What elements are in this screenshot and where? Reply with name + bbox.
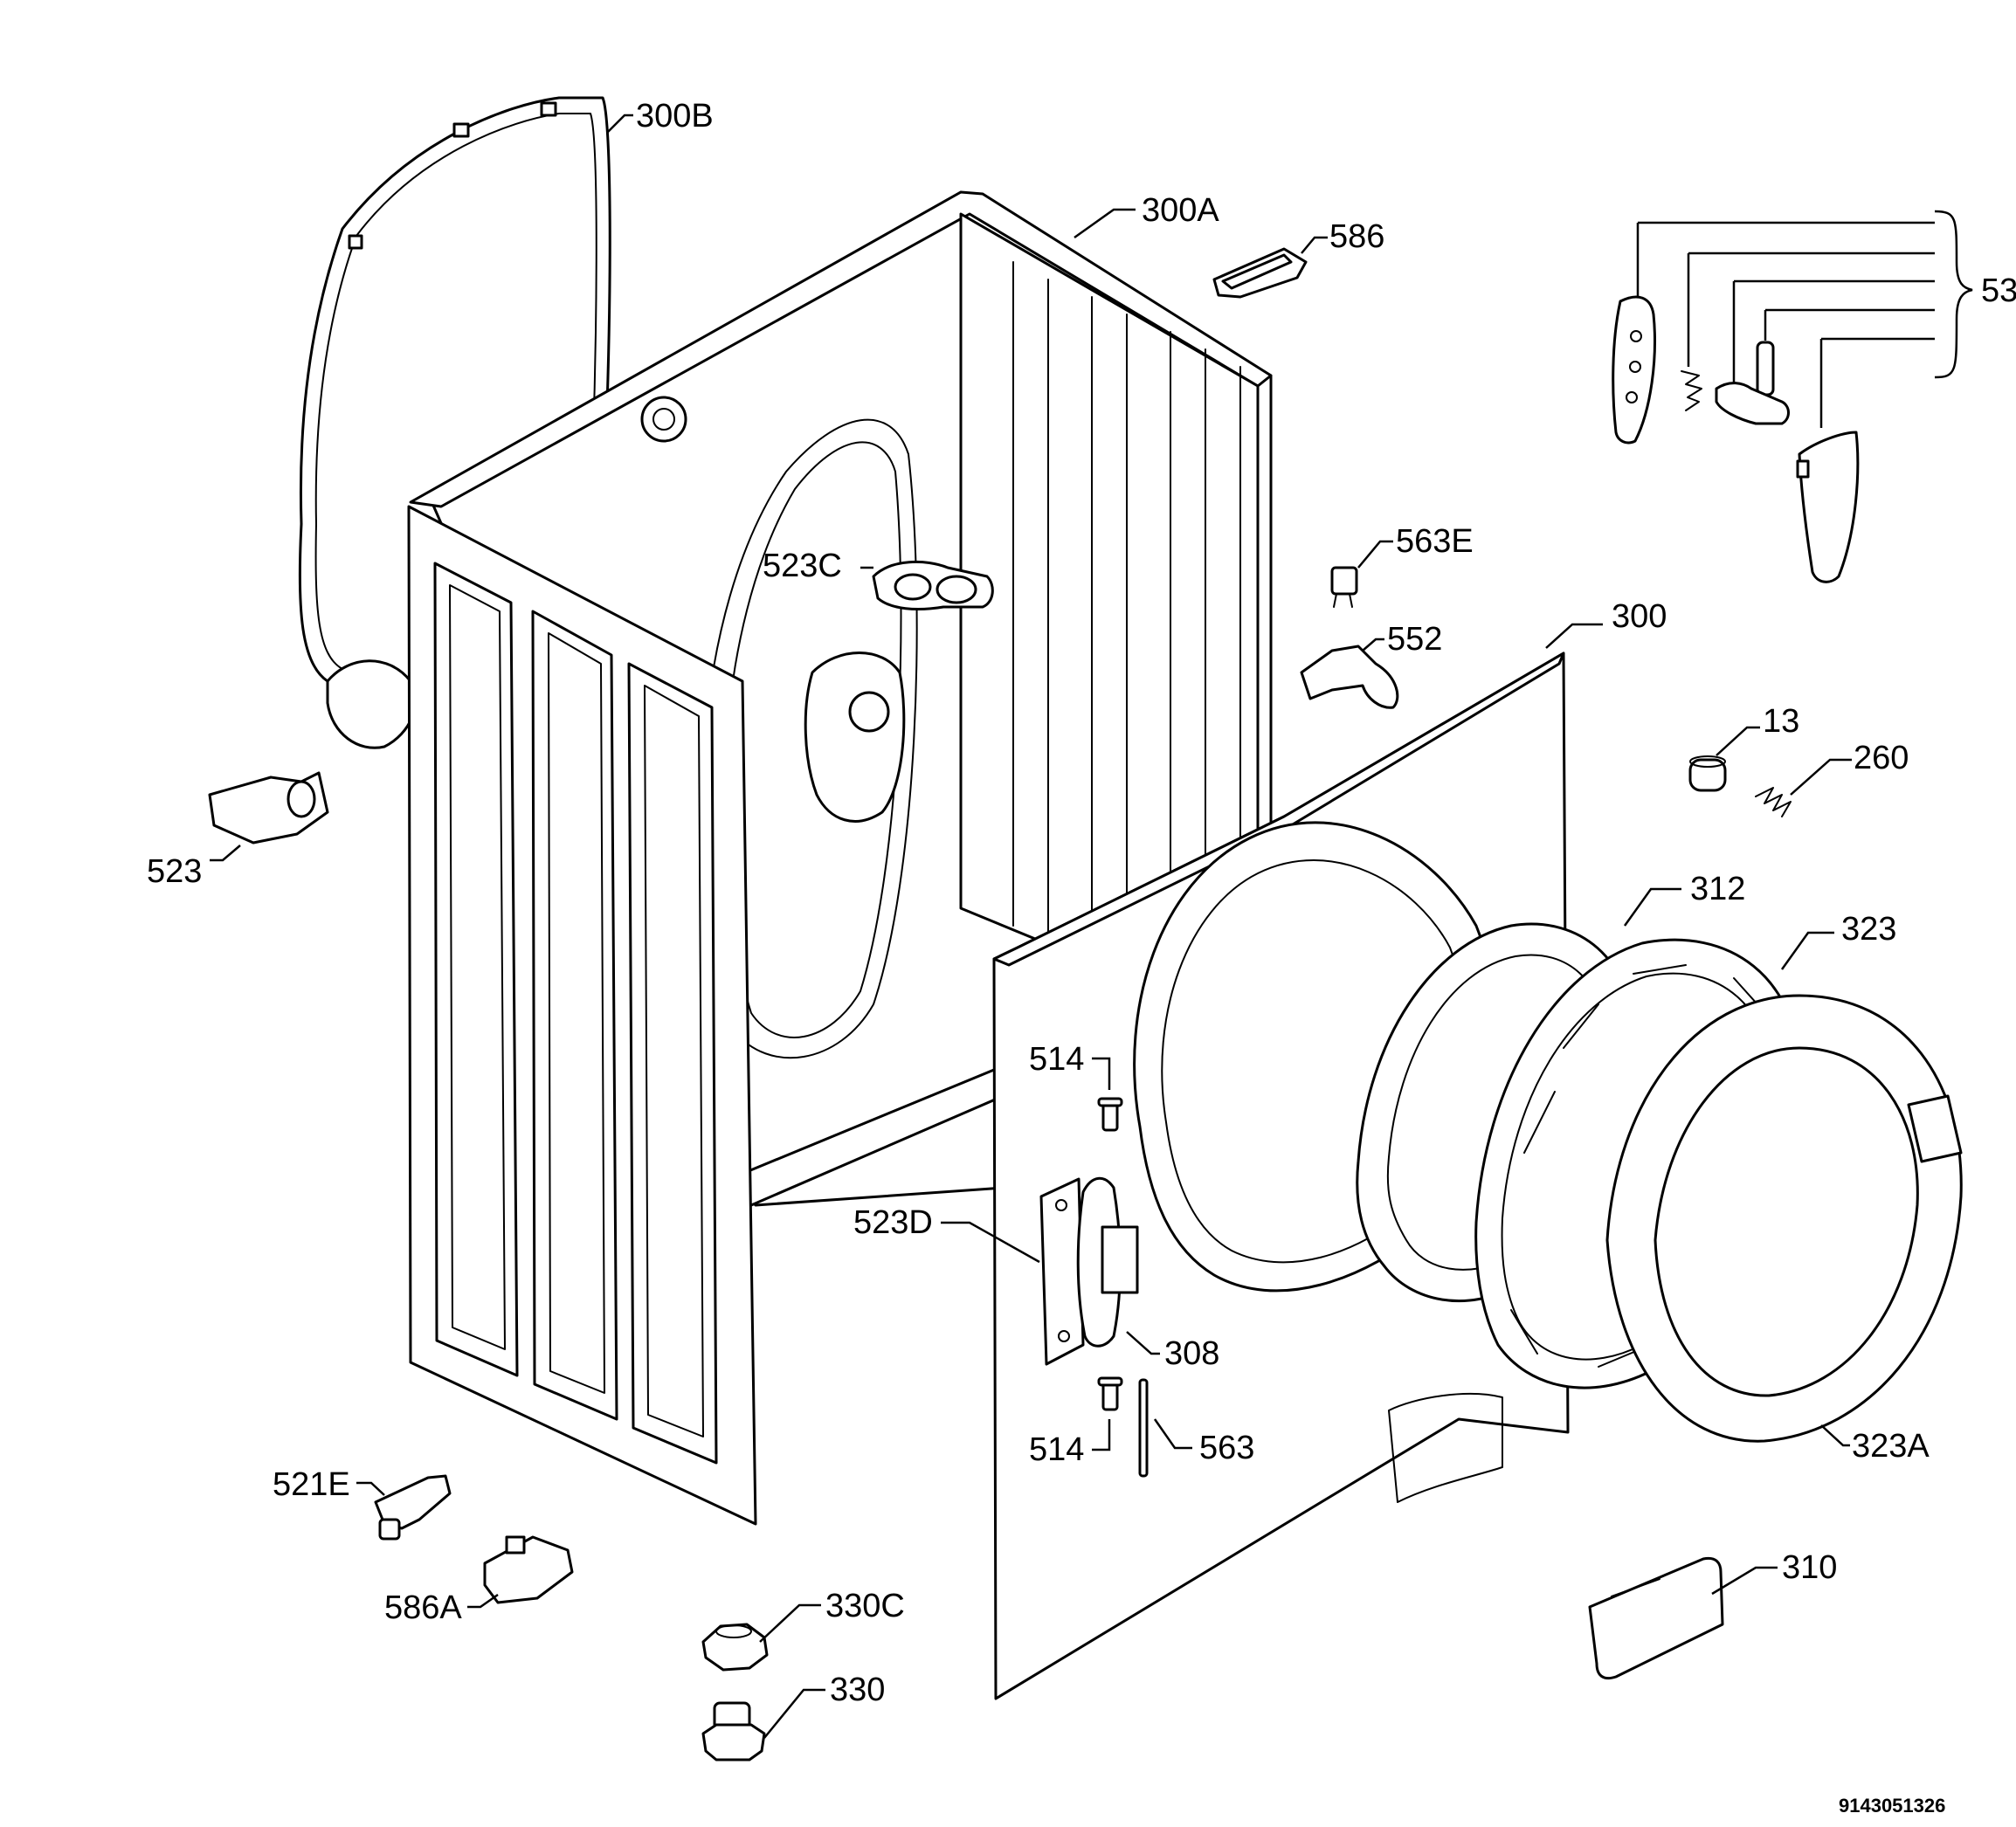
label-530-text: 530 <box>1981 272 2016 309</box>
label-312-text: 312 <box>1690 871 1745 907</box>
part-530-hinge-kit: 530 <box>1612 210 2016 583</box>
part-523-clamp: 523 <box>147 771 329 890</box>
part-330-foot: 330 <box>701 1672 885 1762</box>
label-13-text: 13 <box>1763 703 1799 740</box>
part-308-hinge: 308 <box>1076 1176 1219 1372</box>
label-523-text: 523 <box>147 853 202 890</box>
top-frame <box>409 190 1273 508</box>
internal-hose <box>804 652 906 823</box>
label-300B-text: 300B <box>636 98 714 134</box>
part-260-spring: 260 <box>1755 740 1909 817</box>
part-586-bracket: 586 <box>1212 218 1384 299</box>
label-323-text: 323 <box>1841 911 1896 948</box>
part-523C-clamp: 523C <box>763 548 994 611</box>
part-521E-valve: 521E <box>273 1466 452 1541</box>
part-323A-outer-frame: 323A <box>1605 994 1963 1465</box>
label-323A-text: 323A <box>1852 1428 1930 1465</box>
label-552-text: 552 <box>1387 621 1442 658</box>
label-330-text: 330 <box>830 1672 885 1708</box>
label-563E-text: 563E <box>1396 523 1474 560</box>
part-523D-plate: 523D <box>853 1177 1085 1366</box>
part-563E-sensor: 563E <box>1330 523 1474 608</box>
part-514-pin-upper: 514 <box>1029 1041 1123 1132</box>
label-514-lower-text: 514 <box>1029 1431 1084 1468</box>
label-523C-text: 523C <box>763 548 842 584</box>
label-330C-text: 330C <box>825 1588 905 1624</box>
label-308-text: 308 <box>1164 1335 1219 1372</box>
label-586A-text: 586A <box>384 1589 462 1626</box>
part-563-rod: 563 <box>1138 1378 1254 1478</box>
label-521E-text: 521E <box>273 1466 350 1503</box>
label-310-text: 310 <box>1782 1549 1837 1586</box>
label-300-text: 300 <box>1612 598 1667 635</box>
label-523D-text: 523D <box>853 1204 933 1241</box>
left-panel-ribs <box>433 562 718 1465</box>
part-330C-nut: 330C <box>701 1588 905 1672</box>
label-260-text: 260 <box>1854 740 1909 776</box>
document-code: 9143051326 <box>1839 1795 1945 1817</box>
part-586A-bracket: 586A <box>384 1535 574 1626</box>
part-310-flap: 310 <box>1588 1549 1837 1680</box>
part-552-lock: 552 <box>1300 621 1442 709</box>
part-514-pin-lower: 514 <box>1029 1376 1123 1468</box>
label-300A-text: 300A <box>1142 192 1219 229</box>
label-563-text: 563 <box>1199 1430 1254 1466</box>
label-300B: 300B <box>606 98 714 134</box>
label-586-text: 586 <box>1329 218 1384 255</box>
label-300A: 300A <box>1074 192 1219 239</box>
label-514-upper-text: 514 <box>1029 1041 1084 1078</box>
part-13-bush: 13 <box>1688 703 1799 792</box>
